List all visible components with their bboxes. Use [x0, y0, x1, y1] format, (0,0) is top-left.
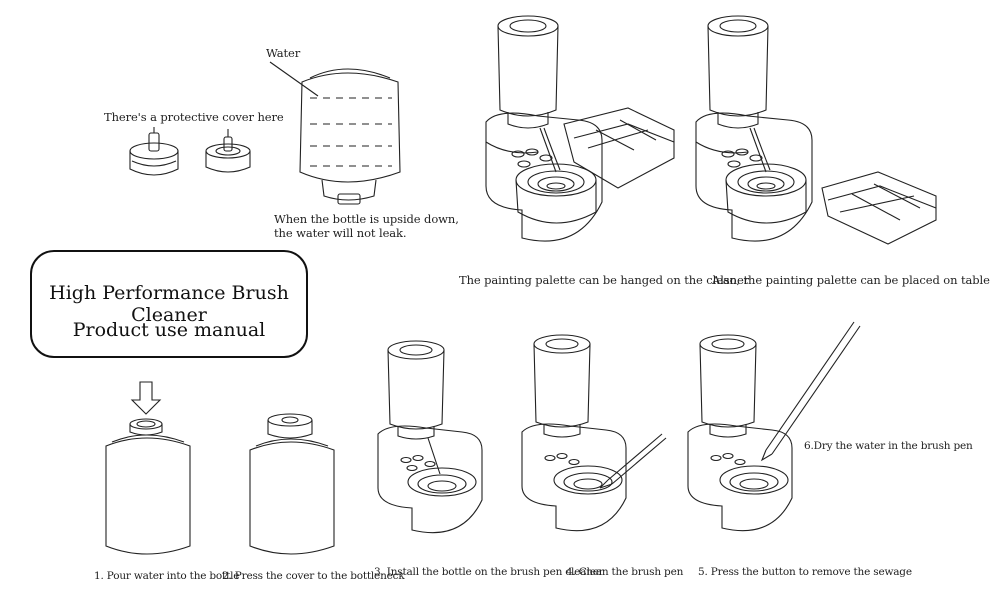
cover-label: There's a protective cover here	[104, 110, 284, 124]
palette-hanged-caption: The painting palette can be hanged on th…	[459, 273, 750, 287]
upside-down-note-line2: the water will not leak.	[274, 226, 407, 240]
step-2-label: 2. Press the cover to the bottleneck	[222, 570, 405, 582]
palette-table-caption: Also, the painting palette can be placed…	[712, 273, 990, 287]
manual-subtitle: Product use manual	[72, 319, 266, 341]
step-6-label: 6.Dry the water in the brush pen	[804, 440, 973, 452]
step-4-label: 4. Clean the brush pen	[566, 566, 684, 578]
step-1-label: 1. Pour water into the bottle	[94, 570, 240, 582]
upside-down-note-line1: When the bottle is upside down,	[274, 212, 459, 226]
step-5-label: 5. Press the button to remove the sewage	[698, 566, 912, 578]
step-3-label: 3. Install the bottle on the brush pen c…	[374, 566, 604, 578]
manual-title-box: High Performance Brush Cleaner Product u…	[30, 250, 308, 358]
manual-title: High Performance Brush Cleaner	[49, 282, 289, 326]
water-label: Water	[266, 46, 301, 60]
